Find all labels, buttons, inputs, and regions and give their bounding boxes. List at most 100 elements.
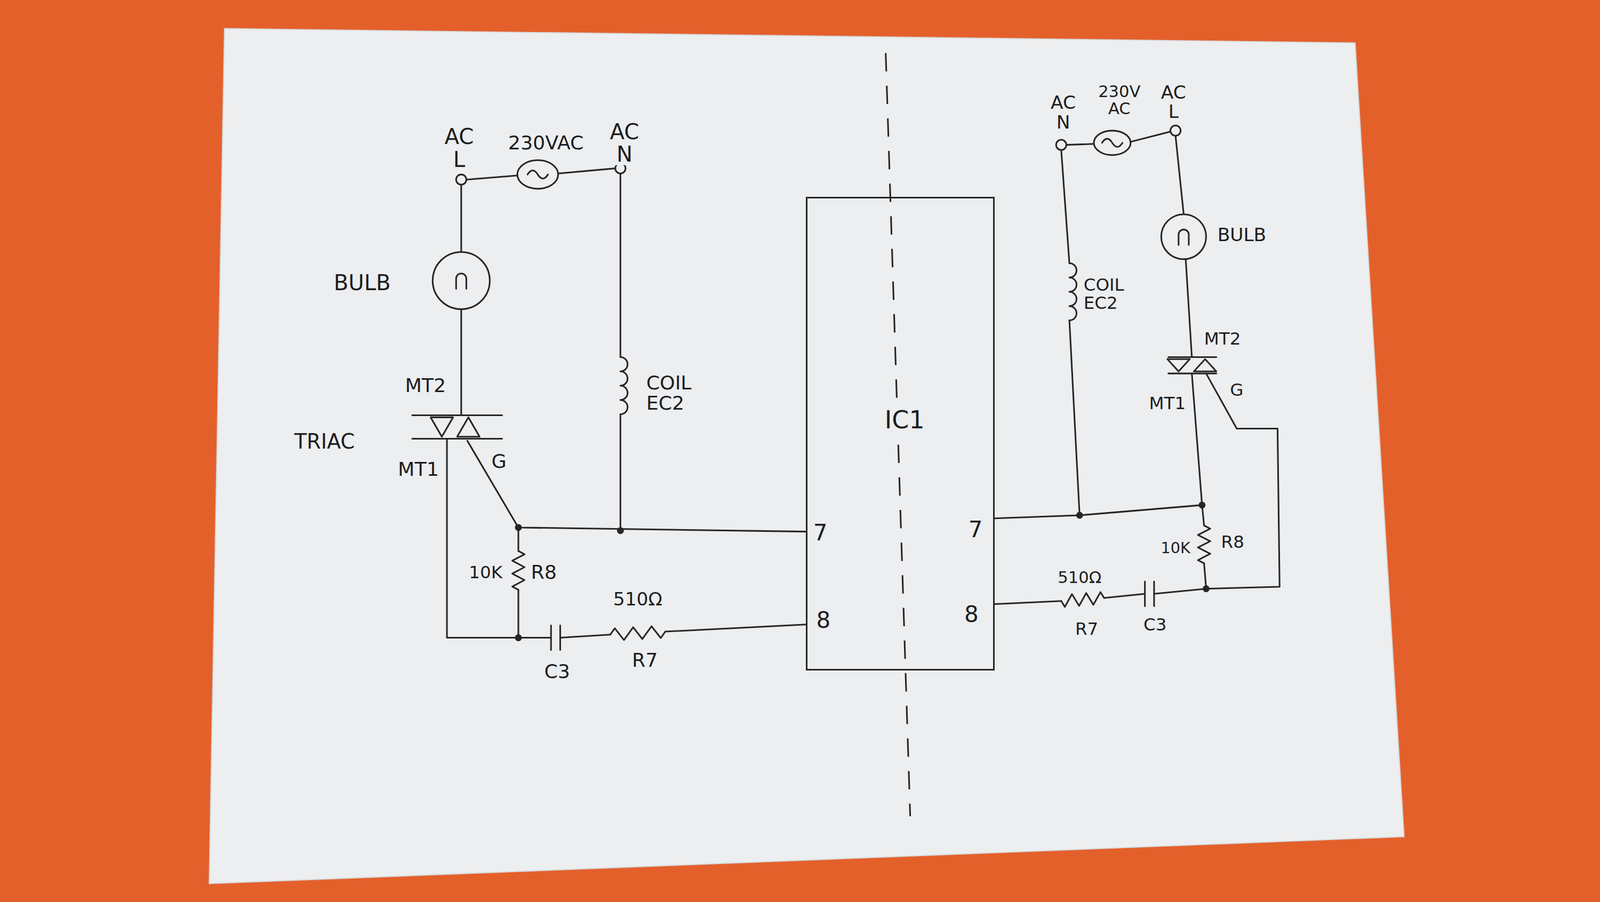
label-holder: 10K: [467, 563, 504, 582]
source-label: 230V AC: [1093, 82, 1145, 117]
label-holder: MT2: [403, 375, 448, 396]
terminal-label: AC L: [440, 125, 478, 171]
label-holder: G: [1228, 380, 1245, 399]
pin-name: G: [1228, 380, 1245, 399]
part-name: BULB: [332, 271, 393, 294]
ac-source-symbol: [1093, 130, 1131, 156]
label-holder: AC L: [440, 125, 478, 171]
wire: [665, 624, 806, 632]
label-holder: C3: [542, 661, 572, 682]
label-holder: AC N: [1046, 92, 1080, 132]
triac-diode: [457, 417, 480, 437]
part-name: C3: [1141, 615, 1168, 634]
wire: [619, 173, 622, 357]
part-name: R7: [1073, 619, 1100, 638]
terminal-symbol: [456, 174, 467, 185]
wire: [558, 168, 616, 174]
pin-name: MT2: [1202, 329, 1243, 348]
wire: [1185, 259, 1192, 358]
label-holder: BULB: [1216, 225, 1269, 245]
label-holder: 7: [966, 517, 985, 542]
label-holder: 230VAC: [506, 132, 586, 154]
wire: [1066, 144, 1094, 146]
ac-source-symbol: [517, 160, 559, 189]
junction-dot: [617, 528, 623, 534]
label-holder: G: [489, 451, 508, 472]
wire: [1192, 373, 1203, 506]
resistor-symbol: [1197, 525, 1211, 564]
wire: [467, 440, 806, 532]
terminal-symbol: [1056, 139, 1067, 150]
label-holder: BULB: [332, 271, 393, 294]
junction-dot: [1203, 586, 1210, 592]
part-name: C3: [542, 661, 572, 682]
label-holder: AC L: [1157, 82, 1190, 122]
ic-box: IC1: [805, 196, 995, 671]
resistor-symbol: [1061, 592, 1104, 607]
bulb-symbol: [1161, 214, 1206, 260]
wire: [619, 414, 622, 531]
wire: [517, 589, 519, 638]
capacitor-plate: [1153, 581, 1155, 606]
paper-sheet: [209, 28, 1404, 884]
label-holder: TRIAC: [292, 430, 357, 453]
label-holder: MT1: [1147, 394, 1188, 413]
component-value: 510Ω: [611, 589, 664, 609]
pin-name: MT1: [396, 459, 441, 480]
divider-dashed-line: [885, 52, 911, 816]
pin-name: G: [489, 451, 508, 472]
part-name: R7: [630, 650, 660, 671]
label-holder: 510Ω: [1056, 569, 1103, 587]
triac-bar: [412, 437, 502, 440]
triac-bar: [412, 414, 502, 416]
wire: [1069, 320, 1080, 516]
wire: [994, 505, 1202, 519]
part-name: TRIAC: [292, 430, 357, 453]
triac-diode: [1167, 358, 1190, 372]
pin-name: MT2: [403, 375, 448, 396]
wire: [1104, 593, 1146, 598]
coil-symbol: [1069, 263, 1077, 321]
label-holder: COIL EC2: [1082, 275, 1131, 312]
sine-symbol: [527, 170, 548, 179]
pin-number: 7: [811, 521, 830, 545]
junction-dot: [1076, 512, 1083, 518]
label-holder: 230V AC: [1093, 82, 1145, 117]
part-name: COIL EC2: [1082, 275, 1131, 312]
triac-bar: [1168, 356, 1217, 358]
wire: [1204, 563, 1207, 589]
capacitor-plate: [550, 625, 552, 651]
label-holder: C3: [1141, 615, 1168, 634]
bulb-filament: [456, 273, 467, 290]
part-name: R8: [1219, 532, 1246, 551]
label-holder: R8: [1219, 532, 1246, 551]
terminal-symbol: [1170, 125, 1181, 136]
terminal-label: AC N: [1046, 92, 1080, 132]
label-holder: R7: [630, 650, 660, 671]
wire: [460, 309, 462, 416]
part-name: COIL EC2: [644, 372, 699, 413]
resistor-symbol: [512, 550, 525, 590]
resistor-symbol: [610, 626, 666, 640]
wire: [994, 601, 1061, 605]
coil-symbol: [620, 357, 628, 415]
wire: [460, 184, 462, 252]
wire: [1061, 149, 1070, 263]
pin-number: 7: [966, 517, 985, 542]
terminal-label: AC N: [605, 120, 644, 166]
circuit-wires: [412, 125, 1280, 650]
wire: [517, 527, 519, 551]
pin-name: MT1: [1147, 394, 1188, 413]
junction-dot: [515, 524, 522, 531]
label-holder: COIL EC2: [644, 372, 699, 413]
node-label: IC1: [882, 405, 927, 435]
pin-number: 8: [814, 608, 833, 632]
part-name: BULB: [1216, 225, 1269, 245]
label-holder: R8: [529, 562, 559, 583]
wire: [1175, 135, 1184, 214]
label-holder: AC N: [605, 120, 644, 166]
sine-symbol: [1101, 138, 1123, 147]
